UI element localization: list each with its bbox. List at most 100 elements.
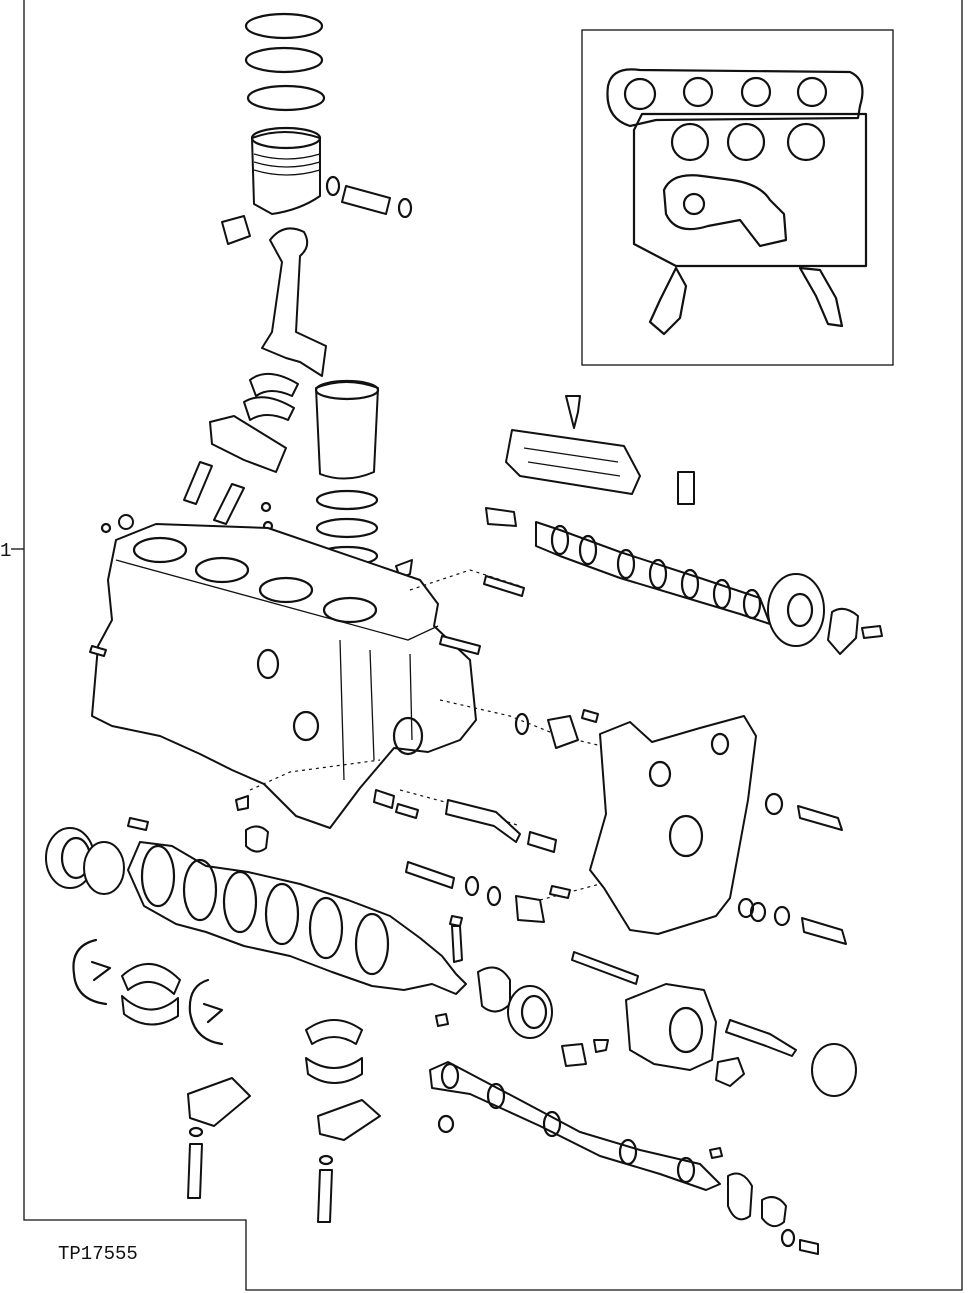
long-bolt-icon — [405, 861, 455, 889]
balancer-bolt-icon — [799, 1239, 819, 1255]
thrust-washer-left — [72, 938, 112, 1006]
balancer-journals — [440, 1062, 696, 1184]
liner-o-ring-2 — [315, 517, 379, 539]
tappet-cover-bolt — [565, 395, 581, 429]
rod-bearing-upper — [249, 373, 299, 397]
idler-washer — [514, 712, 530, 736]
oil-pan-gasket-bores — [670, 122, 826, 162]
rod-cap-icon — [209, 415, 287, 473]
oil-pump-rotor-icon — [715, 1057, 745, 1087]
front-plate-bolt-upper — [797, 805, 843, 831]
main-cap-bolt-left — [187, 1143, 203, 1199]
piston-icon — [251, 131, 321, 215]
washer-mid-1 — [464, 875, 480, 897]
piston-ring-top — [244, 12, 324, 40]
figure-id: TP17555 — [58, 1243, 138, 1265]
head-gasket-bores — [623, 76, 828, 111]
crank-key-icon — [449, 915, 463, 927]
front-plate-bolt-lower — [801, 917, 847, 945]
cam-gear-hub — [786, 592, 814, 628]
camshaft-icon — [535, 521, 771, 625]
cap-washer-left — [188, 1126, 204, 1138]
thrust-plate-icon — [827, 607, 859, 655]
pump-screw-icon — [593, 1039, 609, 1053]
cylinder-bores — [132, 536, 378, 624]
head-gasket-icon — [606, 68, 864, 128]
cam-pin-icon — [451, 925, 463, 963]
cap-washer-right — [318, 1154, 334, 1166]
main-cap-left — [187, 1077, 251, 1127]
camshaft-bushing-icon — [485, 507, 517, 527]
balancer-gasket-icon — [727, 1172, 753, 1221]
main-bearing-lower — [121, 995, 179, 1026]
piston-pin-clip-right — [397, 197, 413, 219]
crank-key-small — [435, 1013, 449, 1027]
front-plate-hole-2 — [710, 732, 730, 756]
sleeve-bushing-icon — [373, 789, 395, 809]
gasket-hole-icon — [682, 192, 706, 216]
piston-crown — [250, 126, 322, 150]
front-plate-bore — [668, 814, 704, 858]
cylinder-liner-icon — [315, 381, 379, 480]
main-bearing-center-upper — [305, 1019, 363, 1045]
block-drain-plug — [235, 795, 249, 811]
timing-cover-gasket-icon — [662, 174, 788, 248]
piston-pin-icon — [341, 185, 391, 215]
main-bearing-center-lower — [305, 1057, 363, 1084]
rear-seal-gasket-icon — [798, 266, 844, 328]
block-oil-port — [292, 710, 320, 742]
block-side-pin — [89, 645, 107, 657]
main-cap-right — [317, 1099, 381, 1141]
block-side-port — [256, 648, 280, 680]
gasket-set-inset — [581, 29, 894, 366]
block-front-face — [339, 639, 413, 781]
assembly-line-2 — [439, 699, 611, 749]
assembly-line-4 — [539, 883, 601, 901]
inset-frame — [581, 29, 894, 366]
drawing-border — [23, 0, 963, 1291]
thrust-washer-right — [188, 978, 224, 1046]
balancer-gear-icon — [761, 1196, 787, 1228]
piston-rings — [244, 12, 326, 112]
rear-wear-ring — [83, 841, 125, 895]
washer-mid-2 — [486, 885, 502, 907]
oil-pump-cover-icon — [811, 1043, 857, 1097]
oil-pump-bore — [668, 1006, 704, 1054]
block-oil-filler — [245, 825, 269, 853]
balancer-washer — [780, 1228, 796, 1248]
piston-ring-middle — [244, 46, 324, 74]
pump-drive-shaft-icon — [445, 799, 521, 843]
oil-pan-gasket-icon — [632, 112, 868, 268]
piston-pin-clip-left — [325, 175, 341, 197]
piston-ring-oil — [246, 84, 326, 112]
balancer-plug-icon — [437, 1114, 455, 1134]
tube-icon-2 — [439, 635, 481, 655]
washer-upper — [764, 792, 784, 816]
washer-lower-3 — [773, 905, 791, 927]
drive-spring-icon — [527, 831, 557, 853]
plug-icon — [118, 514, 134, 530]
tube-icon — [483, 575, 525, 597]
camshaft-lobes — [550, 524, 762, 620]
idler-shaft-icon — [547, 715, 579, 749]
tappet-sleeve-icon — [677, 471, 695, 505]
callout-label: 1 — [0, 540, 11, 562]
main-bearing-upper — [121, 962, 181, 995]
pump-bushing-icon — [561, 1043, 587, 1067]
front-plate-gasket-icon — [648, 266, 688, 336]
balancer-shaft-icon — [429, 1061, 721, 1191]
washer-icon — [100, 522, 112, 534]
oil-pump-shaft-icon — [725, 1019, 797, 1057]
block-dowel-pin — [127, 817, 149, 831]
piston-ring-grooves — [253, 153, 321, 176]
front-seal-inner — [520, 994, 548, 1030]
dowel-icon — [260, 501, 272, 513]
pin-bushing-icon — [395, 803, 419, 819]
rod-bolt-left — [183, 461, 213, 505]
crankshaft-webs — [140, 844, 390, 976]
tappet-cover-ribs — [523, 447, 621, 477]
block-deck-edge — [115, 559, 439, 641]
spacer-icon — [515, 895, 545, 923]
main-cap-bolt-right — [317, 1169, 333, 1223]
